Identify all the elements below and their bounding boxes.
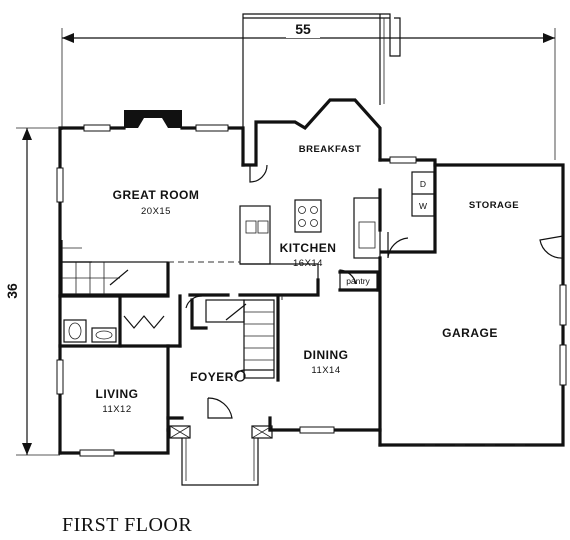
coat-closet: [123, 315, 165, 329]
depth-dimension-label: 36: [4, 283, 20, 299]
storage-label: STORAGE: [469, 200, 519, 211]
great-room-size: 20X15: [141, 206, 171, 217]
foyer-stairs: [205, 299, 275, 382]
washer-label: W: [419, 201, 427, 211]
windows: [56, 124, 567, 457]
width-dimension: 55: [61, 18, 556, 160]
kitchen-label: KITCHEN: [280, 241, 337, 255]
dining-size: 11X14: [311, 365, 340, 376]
kitchen-counters: [239, 197, 381, 295]
deck-outline: [242, 13, 401, 128]
living-label: LIVING: [95, 387, 138, 401]
great-room-label: GREAT ROOM: [113, 188, 200, 202]
powder-room: [63, 319, 117, 343]
living-size: 11X12: [102, 404, 131, 415]
dishwasher-label: D: [420, 179, 426, 189]
fireplace: [124, 110, 182, 128]
front-porch: [169, 425, 273, 486]
rear-stairs: [61, 240, 169, 295]
pantry-label: pantry: [346, 276, 370, 286]
breakfast-label: BREAKFAST: [299, 144, 362, 155]
kitchen-size: 16X14: [293, 258, 323, 269]
depth-dimension: 36: [4, 127, 60, 456]
foyer-label: FOYER: [190, 370, 234, 384]
width-dimension-label: 55: [295, 21, 311, 37]
floor-caption: FIRST FLOOR: [62, 514, 192, 536]
laundry: D W: [411, 171, 435, 217]
doors: [185, 164, 564, 419]
garage-label: GARAGE: [442, 326, 498, 340]
dining-label: DINING: [304, 348, 349, 362]
